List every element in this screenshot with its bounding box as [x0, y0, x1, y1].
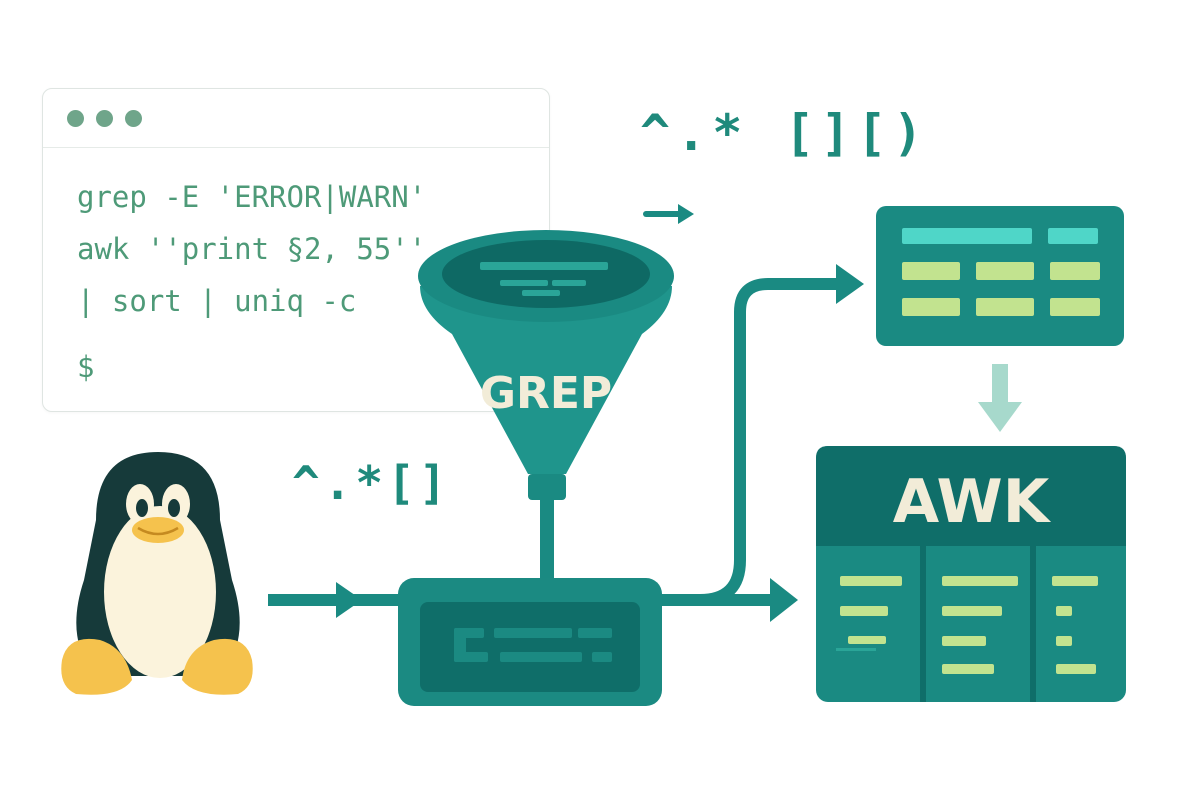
terminal-line-awk: awk ''print §2, 55'': [77, 232, 427, 266]
window-close-dot[interactable]: [67, 109, 84, 127]
window-maximize-dot[interactable]: [125, 109, 142, 127]
awk-label: AWK: [893, 467, 1052, 537]
funnel-label: GREP: [480, 368, 612, 419]
regex-symbols-mid: ^.*[]: [292, 456, 451, 510]
processor-lines-icon: [454, 628, 612, 662]
branch-arrow-icon: [699, 264, 864, 606]
awk-rows-icon: [840, 576, 1098, 674]
terminal-titlebar: [43, 89, 549, 148]
arrow-right-small-icon: [643, 204, 694, 224]
linux-penguin-icon: [61, 452, 253, 695]
funnel-lines-icon: [480, 262, 608, 296]
processor-block: [398, 578, 662, 706]
input-arrow-icon: [268, 582, 402, 618]
window-minimize-dot[interactable]: [96, 109, 113, 127]
terminal-line-sort: | sort | uniq -c: [77, 284, 357, 318]
terminal-line-grep: grep -E 'ERROR|WARN': [77, 180, 427, 214]
regex-symbols-top: ^.* [][): [640, 104, 929, 162]
arrow-down-icon: [978, 364, 1022, 432]
awk-block: AWK: [816, 446, 1126, 702]
grep-funnel: GREP: [418, 230, 674, 500]
terminal-prompt: $: [77, 350, 95, 384]
data-table: [876, 206, 1124, 346]
funnel-stem: [540, 482, 554, 582]
terminal-output: grep -E 'ERROR|WARN' awk ''print §2, 55'…: [77, 171, 426, 393]
